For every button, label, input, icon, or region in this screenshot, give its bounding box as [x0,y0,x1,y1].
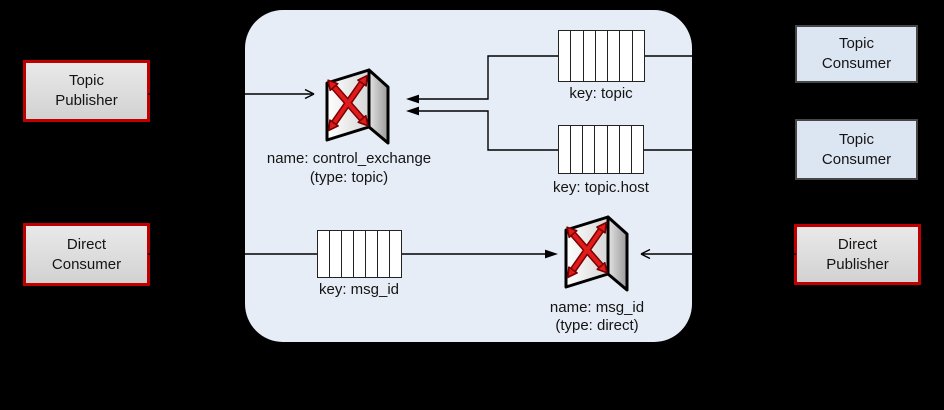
control-exchange-icon [325,68,390,145]
queue-slot [342,231,354,277]
queue-slot [559,126,572,173]
topic-publisher-node: Topic Publisher [23,60,150,122]
control-exchange-name-label: name: control_exchange [266,150,432,167]
queue-slot [583,126,596,173]
direct-exchange-icon [564,215,629,292]
queue-slot [632,126,643,173]
queue-msg-id [317,230,402,278]
queue-slot [571,31,584,81]
queue-slot [378,231,390,277]
control-exchange-type-label: (type: topic) [309,169,389,186]
queue-topic-host-label: key: topic.host [553,179,649,196]
queue-slot [596,31,609,81]
queue-slot [608,126,620,173]
direct-consumer-node: Direct Consumer [23,223,150,286]
queue-slot [620,126,632,173]
topic-consumer-node-2: Topic Consumer [795,119,918,180]
queue-slot [330,231,342,277]
direct-exchange-type-label: (type: direct) [555,317,639,334]
topic-consumer-node-1: Topic Consumer [795,25,918,83]
queue-slot [571,126,584,173]
queue-slot [559,31,572,81]
queue-slot [390,231,401,277]
queue-slot [366,231,378,277]
queue-slot [584,31,596,81]
queue-topic-host [558,125,644,174]
queue-topic [558,30,645,82]
queue-msg-id-label: key: msg_id [318,281,400,298]
queue-slot [354,231,366,277]
queue-slot [620,31,633,81]
queue-slot [633,31,644,81]
direct-exchange-name-label: name: msg_id [549,299,645,316]
direct-publisher-node: Direct Publisher [794,224,921,285]
queue-slot [318,231,330,277]
queue-slot [608,31,621,81]
queue-topic-label: key: topic [569,85,633,102]
queue-slot [595,126,608,173]
